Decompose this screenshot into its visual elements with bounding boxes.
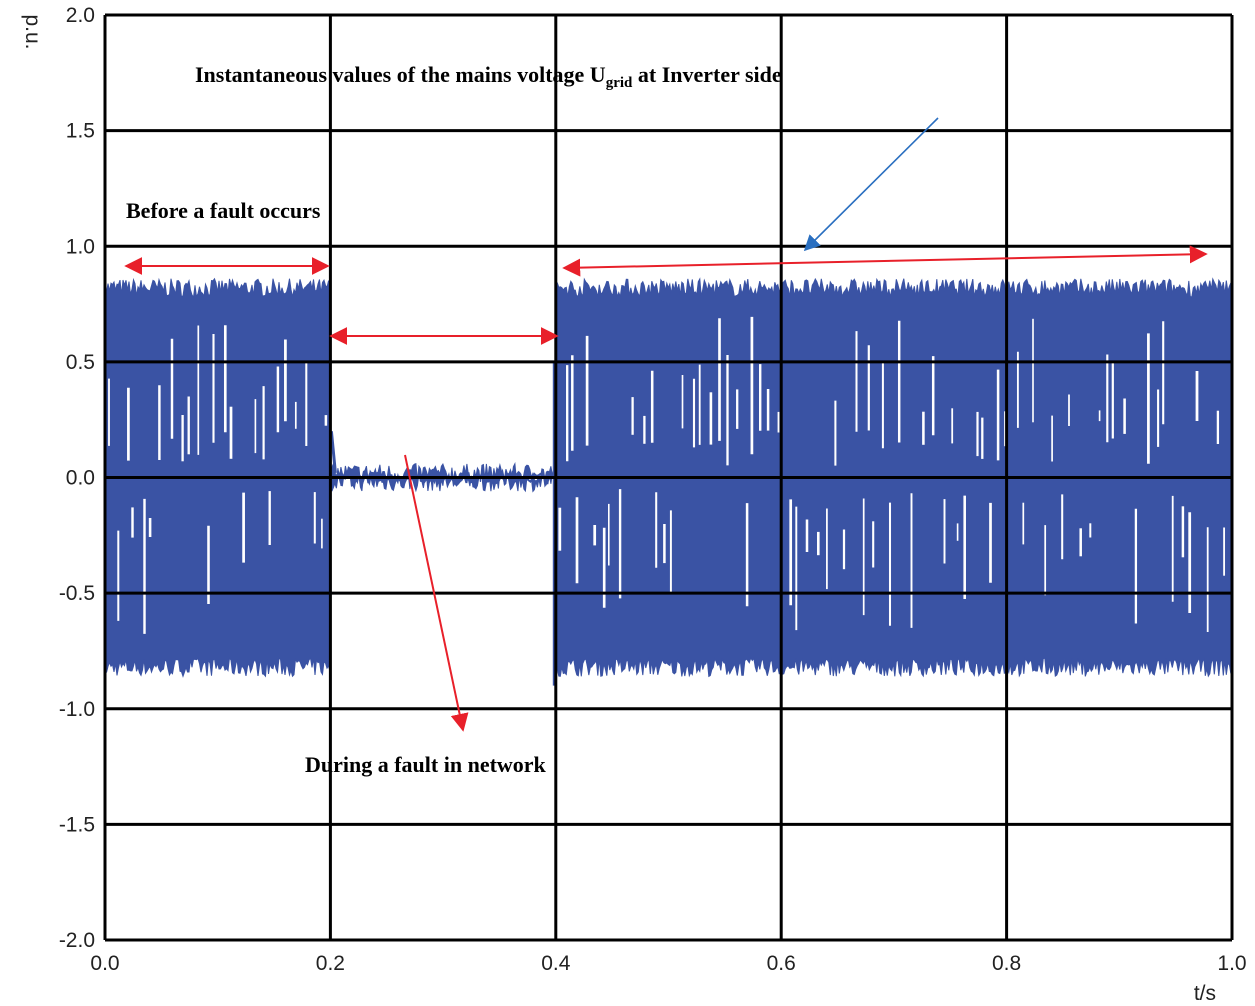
x-tick-label: 0.0 (90, 952, 119, 975)
x-tick-label: 1.0 (1217, 952, 1246, 975)
annotation-title-rest: at Inverter side (632, 62, 782, 87)
x-tick-label: 0.2 (316, 952, 345, 975)
y-tick-label: -0.5 (59, 582, 95, 605)
x-tick-label: 0.6 (767, 952, 796, 975)
y-tick-label: -1.5 (59, 813, 95, 836)
annotation-during-fault: During a fault in network (305, 752, 547, 777)
signal-fault-residual (329, 468, 555, 487)
annotation-title-sub: grid (606, 75, 633, 91)
x-tick-label: 0.4 (541, 952, 571, 975)
y-tick-label: -2.0 (59, 929, 95, 952)
annotation-title-main: Instantaneous values of the mains voltag… (195, 62, 606, 87)
arrow-after-fault (562, 245, 1208, 277)
y-tick-label: 1.5 (66, 120, 95, 143)
signal-transient-start (329, 431, 337, 474)
y-tick-label: 2.0 (66, 4, 95, 27)
annotation-title: Instantaneous values of the mains voltag… (195, 62, 782, 91)
y-tick-label: 1.0 (66, 235, 95, 258)
signal-layer (104, 277, 1232, 686)
arrow-layer (124, 117, 1208, 732)
grid-layer (103, 13, 1234, 942)
arrow-title-pointer (803, 117, 939, 252)
y-tick-label: 0.0 (66, 467, 95, 490)
annotation-before-fault: Before a fault occurs (126, 198, 321, 223)
y-tick-label: -1.0 (59, 698, 95, 721)
arrow-during-fault-pointer (404, 454, 469, 732)
y-tick-label: 0.5 (66, 351, 95, 374)
y-axis-label: p.u. (21, 14, 44, 49)
x-axis-label: t/s (1194, 982, 1216, 1005)
x-tick-label: 0.8 (992, 952, 1021, 975)
